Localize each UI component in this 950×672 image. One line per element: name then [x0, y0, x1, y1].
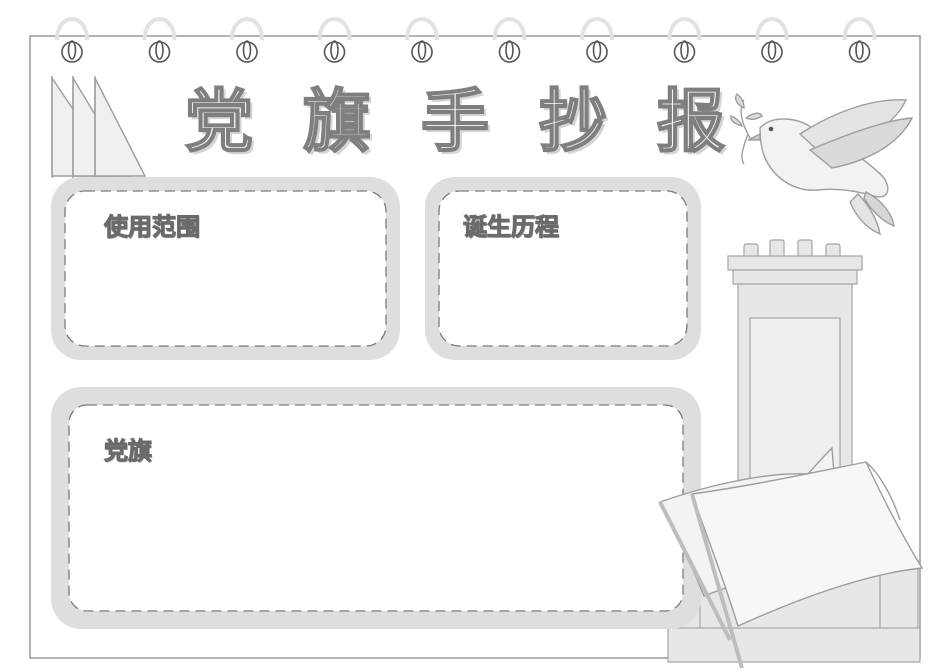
- binding-ring: [142, 17, 177, 63]
- binding-ring: [405, 17, 439, 63]
- panel-label-usage-scope: 使用范围: [104, 213, 201, 241]
- panel-birth-history: [425, 177, 701, 360]
- binding-ring: [230, 17, 264, 63]
- title-char: 抄: [538, 82, 608, 162]
- binding-ring: [667, 17, 702, 63]
- panel-party-flag: [51, 387, 701, 629]
- panel-label-party-flag: 党旗: [104, 437, 153, 465]
- dove-illustration: [730, 93, 914, 236]
- binding-ring: [842, 17, 877, 63]
- panel-usage-scope: [51, 177, 400, 360]
- title-char: 报: [656, 82, 726, 162]
- panel-label-birth-history: 诞生历程: [463, 213, 560, 241]
- waving-flags-illustration: [658, 446, 924, 669]
- title-char: 手: [420, 82, 490, 162]
- binding-ring: [755, 17, 789, 63]
- binding-ring: [55, 17, 89, 63]
- sail-flags-illustration: [51, 75, 147, 178]
- binding-ring: [492, 17, 527, 63]
- binding-ring: [317, 17, 352, 63]
- binding-ring: [580, 17, 614, 63]
- binding-rings: [55, 17, 877, 63]
- title-char: 党: [184, 82, 254, 162]
- newspaper-title: 党 旗 手 抄 报: [184, 80, 726, 164]
- title-char: 旗: [302, 82, 372, 162]
